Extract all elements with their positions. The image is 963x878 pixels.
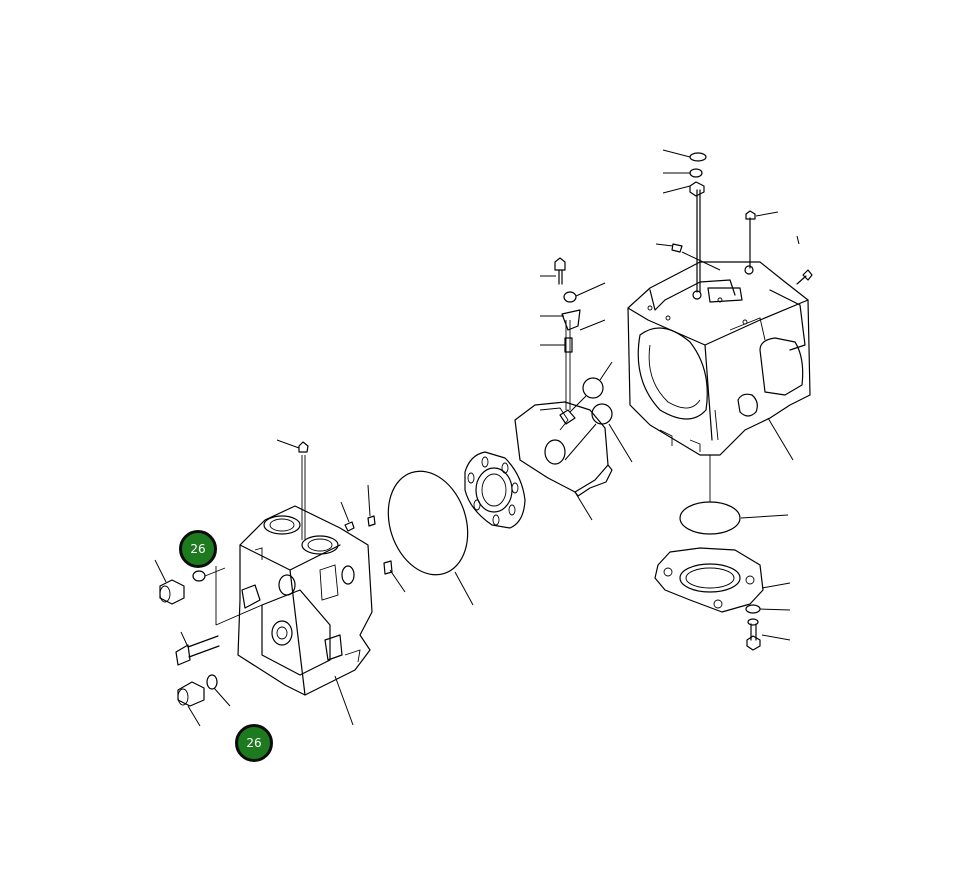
valve-plate	[514, 257, 613, 497]
housing-bolts	[671, 152, 813, 293]
pump-case-housing	[627, 261, 811, 456]
hotspot-26-upper[interactable]: 26	[179, 530, 217, 568]
hotspot-26-lower[interactable]: 26	[235, 724, 273, 762]
housing-gasket-parts	[654, 455, 764, 651]
callout-leaders	[154, 149, 800, 727]
large-o-ring	[387, 470, 469, 576]
swash-plate-disc	[464, 451, 526, 529]
end-cap-housing	[237, 505, 373, 696]
end-cap-bolts	[159, 441, 393, 707]
